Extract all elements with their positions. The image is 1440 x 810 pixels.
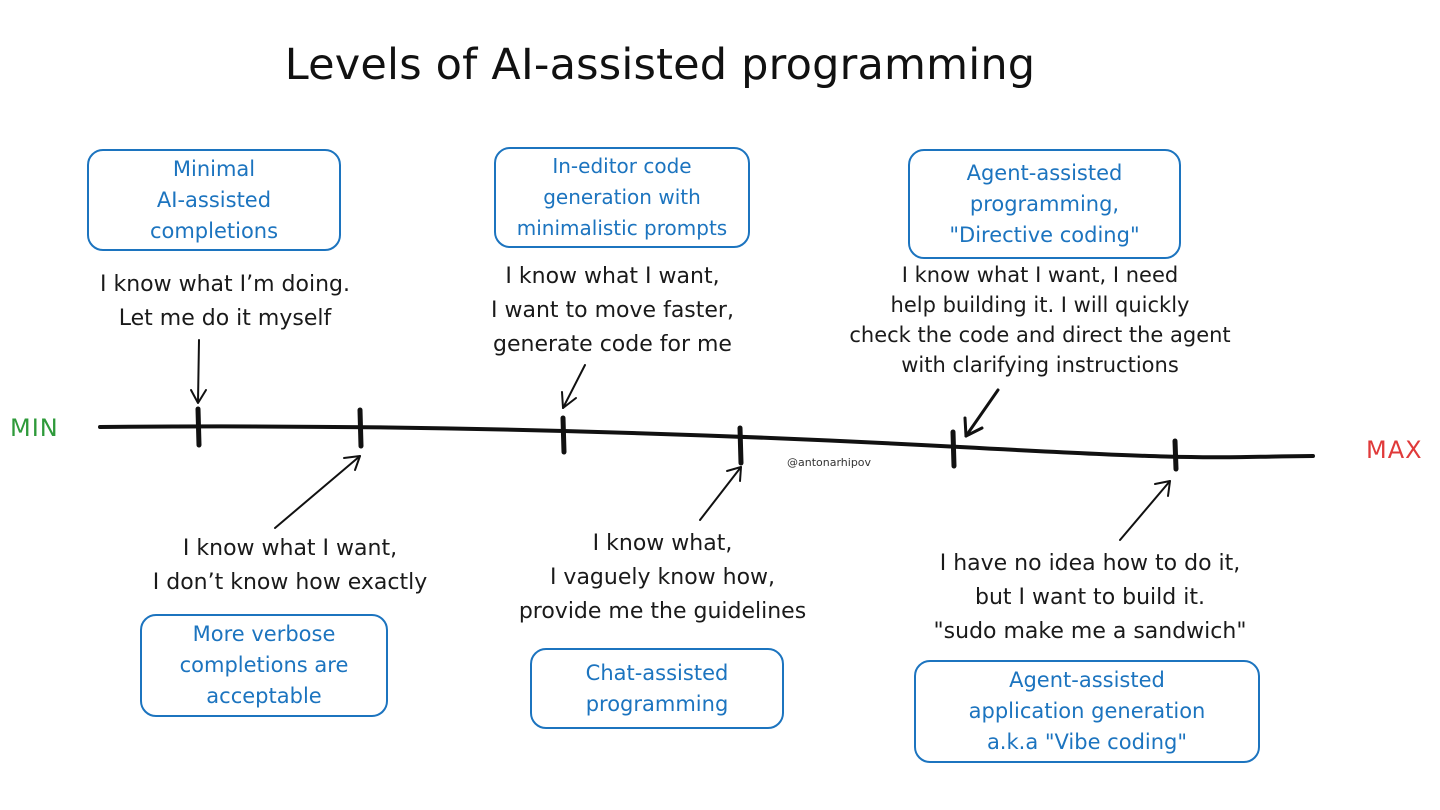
- level-3-quote: I know what I want, I want to move faste…: [491, 264, 734, 357]
- tick-6: [1172, 438, 1179, 472]
- tick-5: [950, 429, 957, 469]
- level-4-box: Chat-assisted programming: [530, 648, 784, 729]
- level-2-quote: I know what I want, I don’t know how exa…: [152, 536, 428, 595]
- tick-2: [357, 407, 364, 449]
- tick-1: [195, 406, 202, 448]
- level-5-quote: I know what I want, I need help building…: [849, 263, 1231, 377]
- level-1-box: Minimal AI-assisted completions: [87, 149, 341, 251]
- diagram-title: Levels of AI-assisted programming: [284, 40, 1036, 90]
- min-label: MIN: [10, 414, 59, 442]
- arrow-2: [274, 455, 361, 529]
- level-5-box: Agent-assisted programming, "Directive c…: [908, 149, 1181, 259]
- scale-line: [98, 424, 1315, 460]
- level-2-box: More verbose completions are acceptable: [140, 614, 388, 717]
- level-6-box: Agent-assisted application generation a.…: [914, 660, 1260, 763]
- level-6-quote: I have no idea how to do it, but I want …: [933, 551, 1247, 644]
- tick-3: [560, 415, 567, 455]
- arrow-4: [699, 466, 742, 521]
- tick-4: [737, 425, 744, 466]
- arrow-1: [190, 339, 207, 404]
- author-credit: @antonarhipov: [787, 456, 872, 469]
- level-4-quote: I know what, I vaguely know how, provide…: [518, 531, 807, 624]
- level-3-box: In-editor code generation with minimalis…: [494, 147, 750, 248]
- max-label: MAX: [1366, 436, 1423, 464]
- arrow-5: [963, 388, 1000, 438]
- arrow-6: [1119, 480, 1171, 541]
- level-1-quote: I know what I’m doing. Let me do it myse…: [100, 272, 350, 331]
- arrow-3: [561, 364, 586, 409]
